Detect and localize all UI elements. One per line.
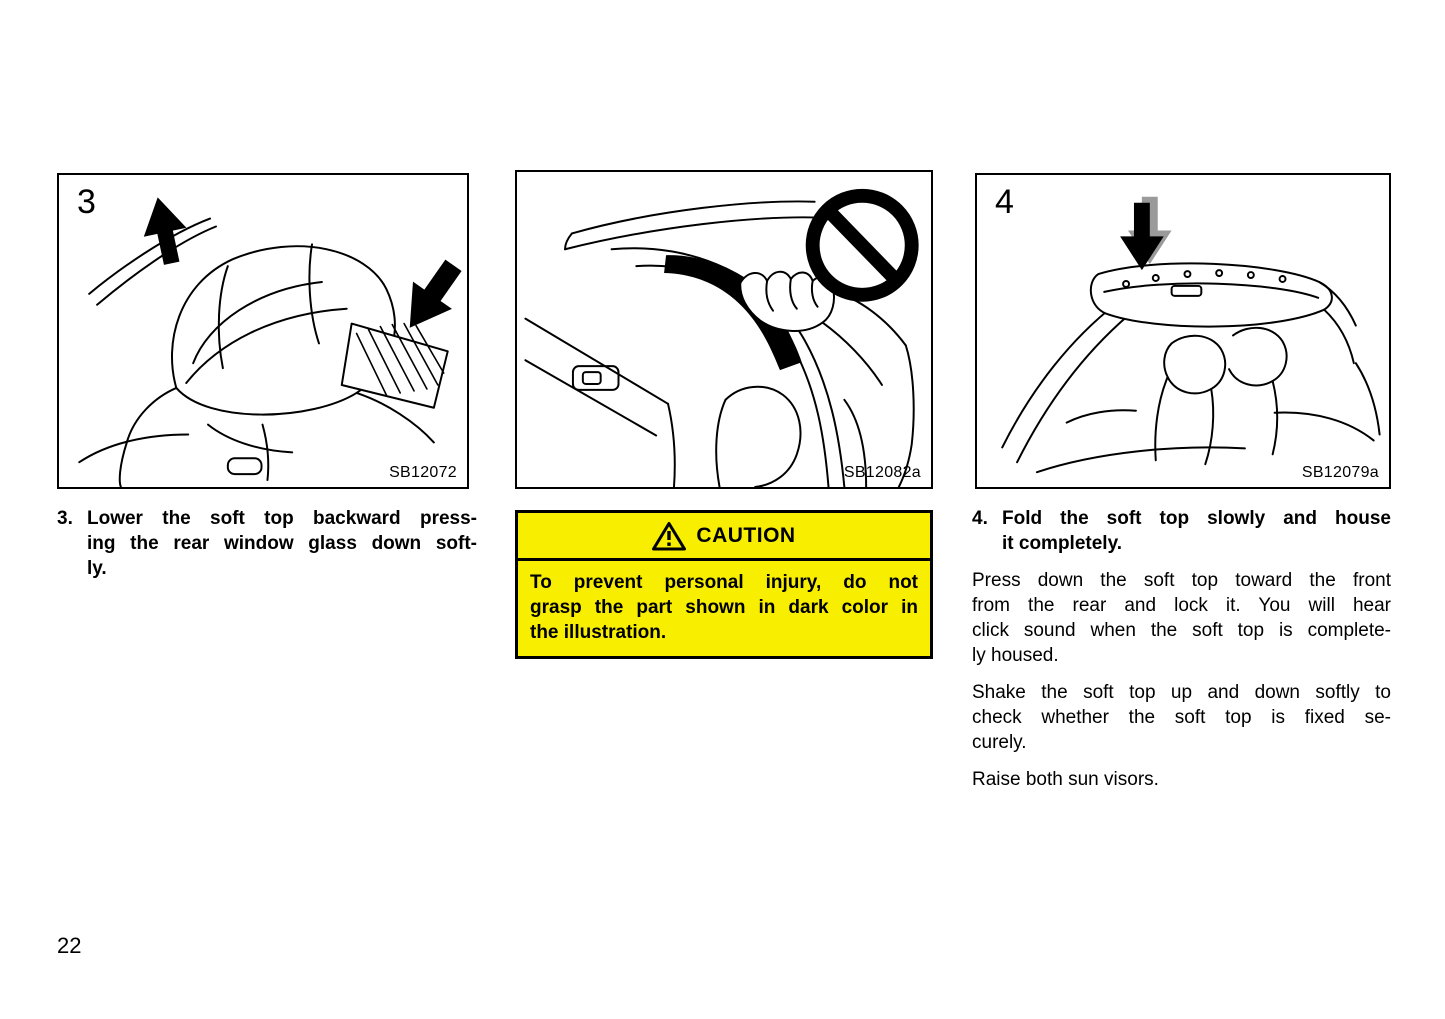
text-line: curely.	[972, 732, 1027, 753]
text-line: ly.	[87, 558, 107, 579]
text-line: Raise both sun visors.	[972, 769, 1159, 790]
text-line: Fold the soft top slowly and house	[1002, 508, 1391, 529]
figure-do-not-grasp: SB12082a	[515, 170, 933, 489]
text-line: grasp the part shown in dark color in	[530, 597, 918, 618]
figure-code: SB12072	[389, 464, 457, 481]
figure-fold-and-house: 4	[975, 173, 1391, 489]
text-line: To prevent personal injury, do not	[530, 572, 918, 593]
warning-icon	[652, 522, 687, 551]
text-line: the illustration.	[530, 622, 667, 643]
step-3-instruction: 3. Lower the soft top backward press- in…	[57, 506, 477, 581]
text-line: Shake the soft top up and down softly to	[972, 682, 1391, 703]
dark-part	[664, 255, 802, 371]
figure-lower-soft-top: 3	[57, 173, 469, 489]
figure-code: SB12079a	[1301, 464, 1379, 481]
figure-number-label: 3	[77, 183, 96, 221]
figure-number-label: 4	[995, 183, 1014, 221]
do-not-grasp-illustration	[524, 188, 919, 487]
text-line: Press down the soft top toward the front	[972, 570, 1391, 591]
raise-arrow-icon	[143, 197, 187, 265]
caution-body: To prevent personal injury, do not grasp…	[518, 561, 930, 656]
text-line: Lower the soft top backward press-	[87, 508, 477, 529]
page-number: 22	[57, 933, 82, 958]
text-line: ly housed.	[972, 645, 1059, 666]
paragraph: Raise both sun visors.	[972, 767, 1391, 792]
fold-and-house-illustration	[1001, 196, 1381, 474]
text-line: ing the rear window glass down soft-	[87, 533, 477, 554]
step-4-instruction: 4. Fold the soft top slowly and house it…	[972, 506, 1391, 804]
paragraph: Press down the soft top toward the front…	[972, 568, 1391, 668]
text-line: check whether the soft top is fixed se-	[972, 707, 1391, 728]
text-line: click sound when the soft top is complet…	[972, 620, 1391, 641]
caution-box: CAUTION To prevent personal injury, do n…	[515, 510, 933, 659]
rear-window-hatching	[355, 322, 445, 396]
text-line: it completely.	[1002, 533, 1123, 554]
step-4-heading: 4. Fold the soft top slowly and house it…	[972, 506, 1391, 556]
caution-title: CAUTION	[696, 524, 796, 547]
step-number: 3.	[57, 508, 73, 529]
press-arrow-icon	[409, 259, 462, 328]
prohibition-icon	[805, 188, 919, 302]
figure-code: SB12082a	[843, 464, 921, 481]
step-number: 4.	[972, 508, 988, 529]
caution-header: CAUTION	[518, 513, 930, 561]
press-down-arrow-icon	[1120, 196, 1172, 271]
lower-soft-top-illustration	[78, 197, 462, 487]
paragraph: Shake the soft top up and down softly to…	[972, 680, 1391, 755]
text-line: from the rear and lock it. You will hear	[972, 595, 1391, 616]
